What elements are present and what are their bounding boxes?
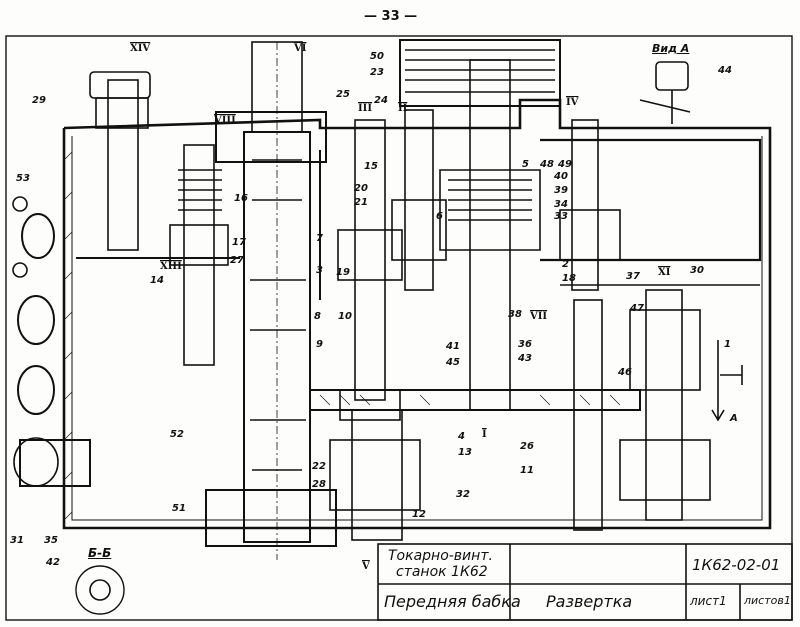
part-19: 19 xyxy=(336,267,350,278)
title-sheet: лист1 xyxy=(690,594,727,608)
part-43: 43 xyxy=(518,353,532,364)
part-23: 23 xyxy=(370,67,384,78)
part-16: 16 xyxy=(234,193,248,204)
title-code: 1К62-02-01 xyxy=(692,556,781,574)
shaft-label-vii: VII xyxy=(530,311,548,322)
shaft-label-iii: III xyxy=(358,103,373,114)
part-46: 46 xyxy=(618,367,632,378)
part-50: 50 xyxy=(370,51,384,62)
part-31: 31 xyxy=(10,535,24,546)
part-35: 35 xyxy=(44,535,58,546)
title-assembly: Передняя бабка xyxy=(384,592,521,611)
section-bb-label: Б-Б xyxy=(88,546,112,560)
part-51: 51 xyxy=(172,503,186,514)
part-14: 14 xyxy=(150,275,164,286)
part-32: 32 xyxy=(456,489,470,500)
shaft-label-iv: IV xyxy=(566,97,579,108)
shaft-label-v: V xyxy=(362,561,370,572)
shaft-label-xiii: XIII xyxy=(160,261,182,272)
part-27: 27 xyxy=(230,255,244,266)
part-28: 28 xyxy=(312,479,326,490)
part-39: 39 xyxy=(554,185,568,196)
shaft-label-ii: II xyxy=(398,103,408,114)
part-24: 24 xyxy=(374,95,388,106)
part-1: 1 xyxy=(724,339,731,350)
part-26: 26 xyxy=(520,441,534,452)
shaft-label-vi: VI xyxy=(294,43,307,54)
part-12: 12 xyxy=(412,509,426,520)
part-48: 48 xyxy=(540,159,554,170)
part-41: 41 xyxy=(446,341,460,352)
part-3: 3 xyxy=(316,265,323,276)
page-number: — 33 — xyxy=(364,9,418,24)
part-2: 2 xyxy=(562,259,569,270)
part-20: 20 xyxy=(354,183,368,194)
part-4: 4 xyxy=(458,431,465,442)
title-sheets: листов1 xyxy=(744,594,791,607)
title-machine-line2: станок 1К62 xyxy=(396,564,488,580)
part-53: 53 xyxy=(16,173,30,184)
part-9: 9 xyxy=(316,339,323,350)
part-49: 49 xyxy=(558,159,572,170)
part-15: 15 xyxy=(364,161,378,172)
part-40: 40 xyxy=(554,171,568,182)
part-25: 25 xyxy=(336,89,350,100)
part-47: 47 xyxy=(630,303,644,314)
shaft-label-xi: XI xyxy=(658,267,671,278)
title-machine-line1: Токарно-винт. xyxy=(388,548,493,564)
part-38: 38 xyxy=(508,309,522,320)
part-10: 10 xyxy=(338,311,352,322)
part-36: 36 xyxy=(518,339,532,350)
part-22: 22 xyxy=(312,461,326,472)
view-a-label: Вид А xyxy=(652,42,690,55)
part-45: 45 xyxy=(446,357,460,368)
part-17: 17 xyxy=(232,237,246,248)
part-7: 7 xyxy=(316,233,323,244)
part-29: 29 xyxy=(32,95,46,106)
part-11: 11 xyxy=(520,465,534,476)
title-drawing-type: Развертка xyxy=(546,592,633,611)
shaft-label-xiv: XIV xyxy=(130,43,151,54)
part-5: 5 xyxy=(522,159,529,170)
part-37: 37 xyxy=(626,271,640,282)
shaft-label-i: I xyxy=(482,429,487,440)
part-13: 13 xyxy=(458,447,472,458)
part-42: 42 xyxy=(46,557,60,568)
part-30: 30 xyxy=(690,265,704,276)
part-8: 8 xyxy=(314,311,321,322)
view-arrow-label: A xyxy=(730,413,738,424)
part-44: 44 xyxy=(718,65,732,76)
shaft-label-viii: VIII xyxy=(214,115,236,126)
part-34: 34 xyxy=(554,199,568,210)
part-18: 18 xyxy=(562,273,576,284)
part-33: 33 xyxy=(554,211,568,222)
part-52: 52 xyxy=(170,429,184,440)
part-21: 21 xyxy=(354,197,368,208)
part-6-upper: 6 xyxy=(436,211,443,222)
